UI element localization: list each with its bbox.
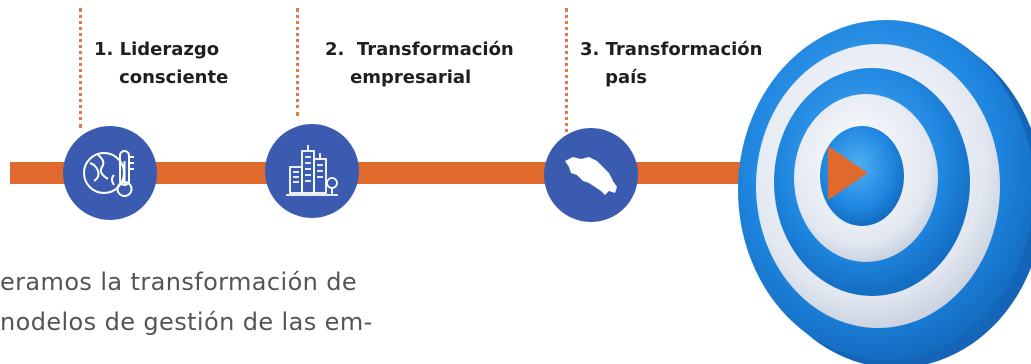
- step-2-circle: [265, 124, 359, 218]
- description-text: eramos la transformación de nodelos de g…: [0, 268, 373, 336]
- step-3-label: 3. Transformación país: [580, 39, 763, 88]
- step-1-label: 1. Liderazgo consciente: [94, 39, 229, 88]
- costa-rica-map-icon: [565, 157, 617, 195]
- step-1-circle: [63, 126, 157, 220]
- step-3-circle: [544, 128, 638, 222]
- globe-thermometer-icon: [83, 150, 134, 197]
- city-buildings-icon: [286, 145, 338, 196]
- step-2-label: 2. Transformación empresarial: [325, 39, 514, 88]
- connector-line-3: [565, 8, 568, 140]
- connector-line-2: [296, 8, 299, 116]
- connector-line-1: [79, 8, 82, 128]
- progress-arrow-head: [828, 146, 868, 200]
